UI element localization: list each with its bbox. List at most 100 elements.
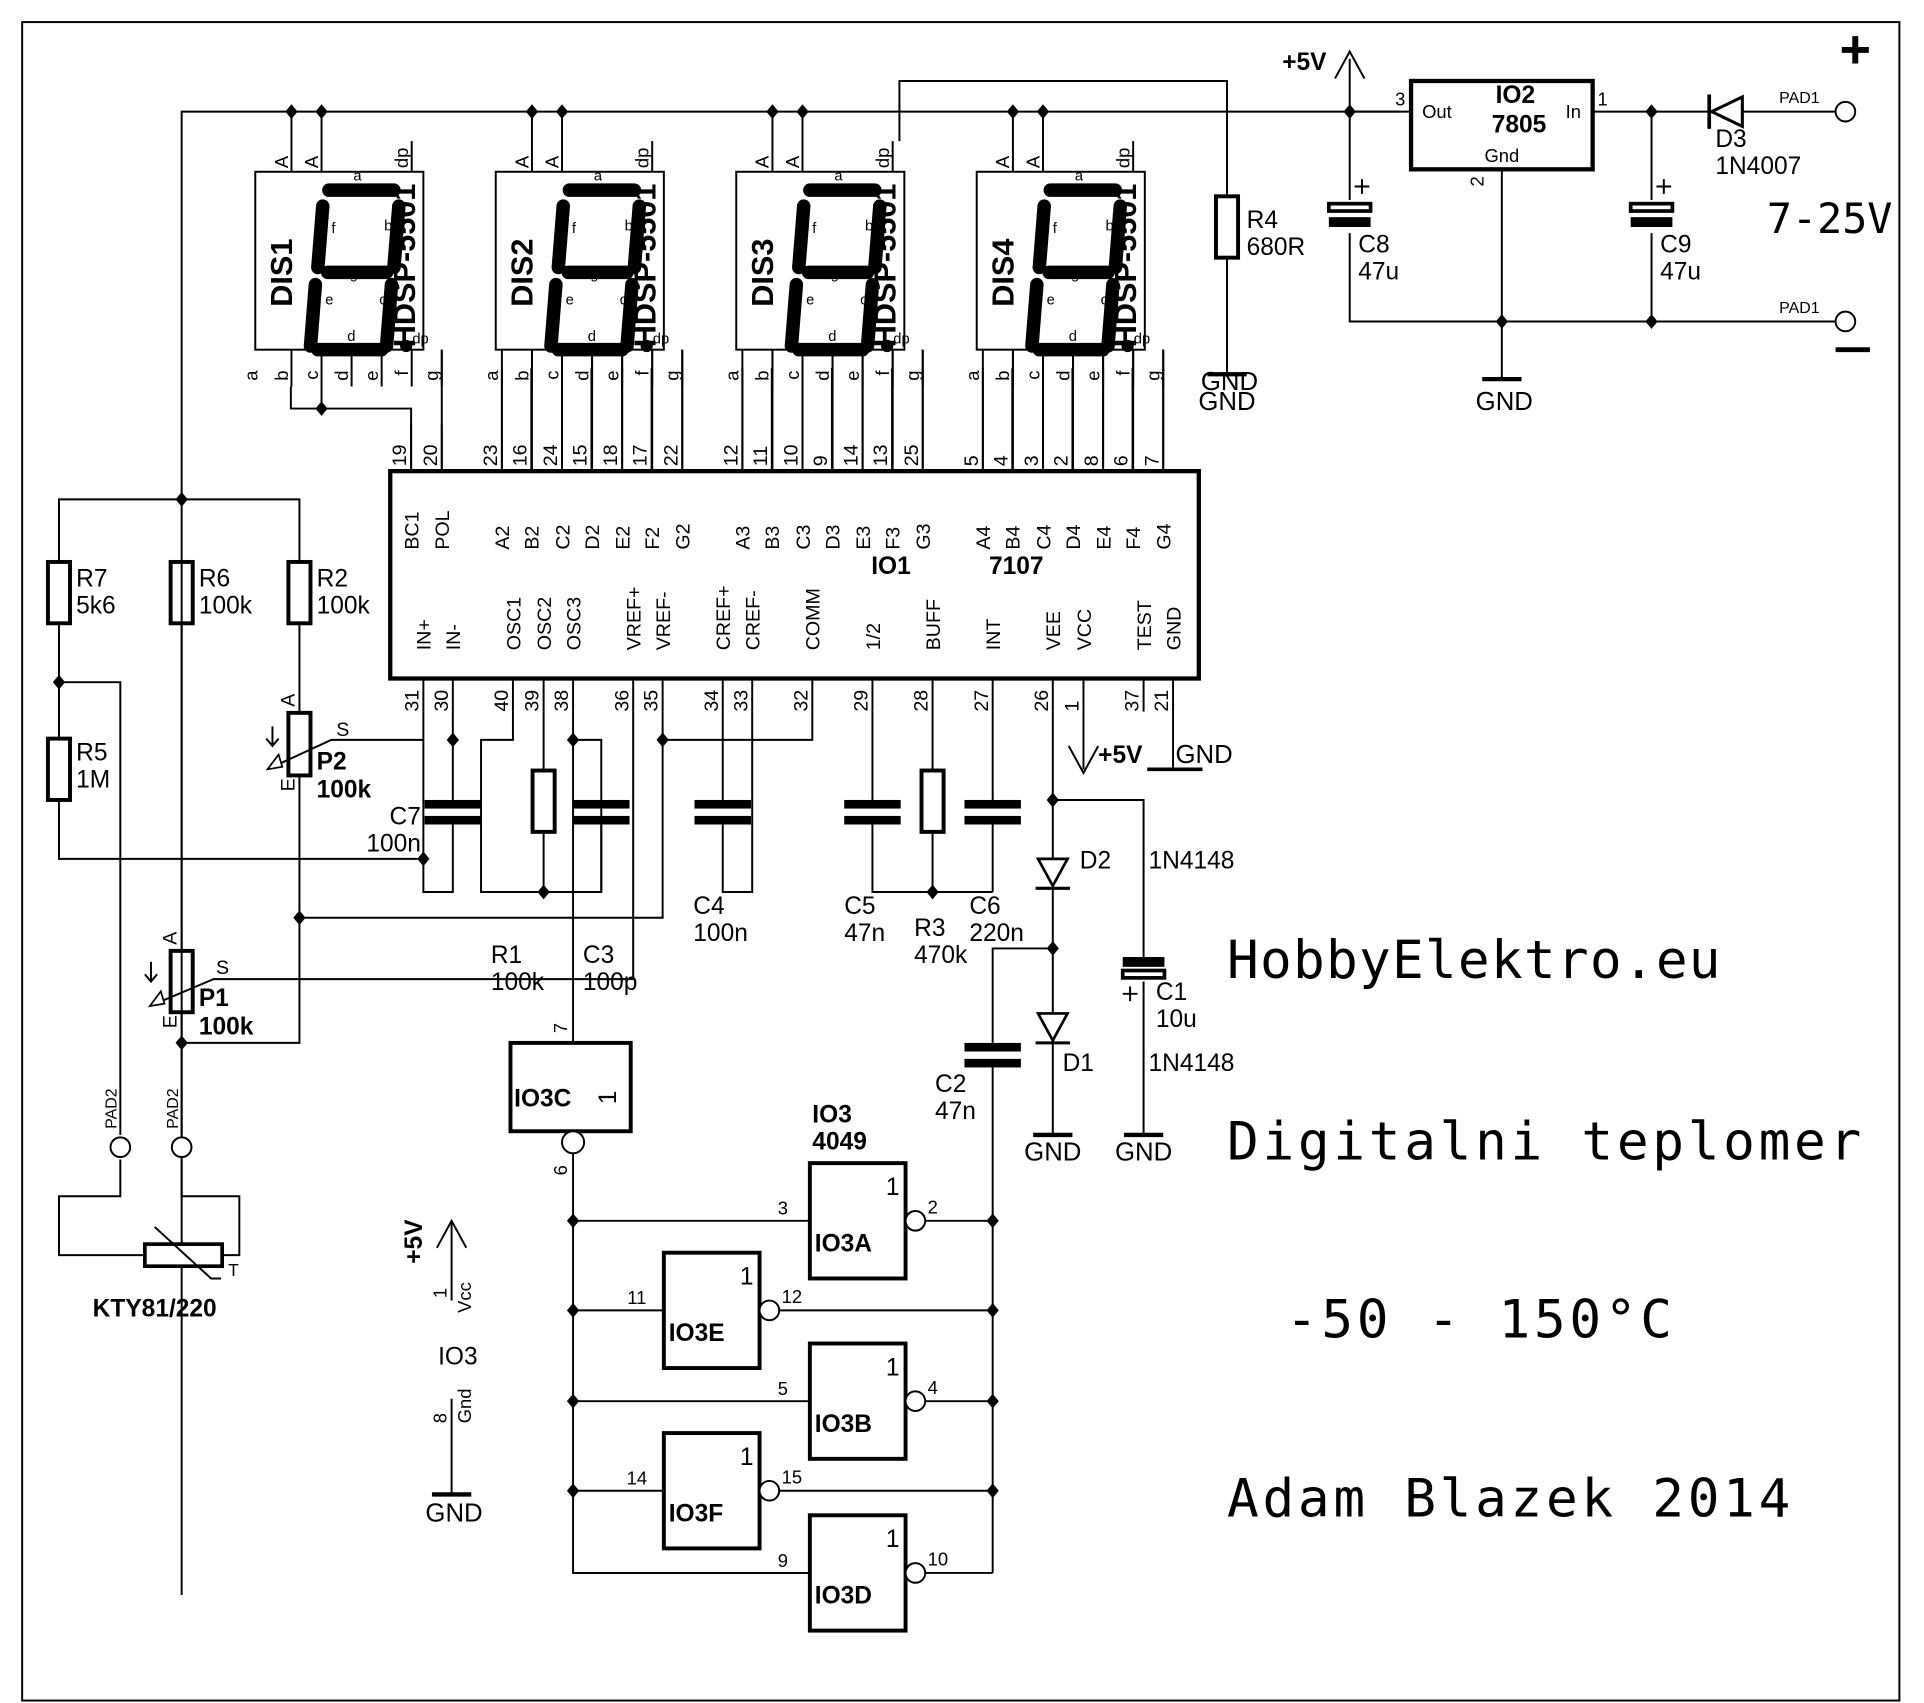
segment-f xyxy=(311,199,330,275)
ic-pin-number: 15 xyxy=(570,444,592,466)
wire-dp-r4 xyxy=(898,79,1229,197)
ic-pin-name: F3 xyxy=(882,527,904,550)
inverter-bubble-icon xyxy=(561,1130,586,1155)
segment-label: c xyxy=(620,292,627,308)
segment-f xyxy=(551,199,570,275)
pad-icon[interactable] xyxy=(1834,310,1857,333)
ic-pin-name: E4 xyxy=(1093,526,1115,550)
ic-pin-number: 26 xyxy=(1031,690,1053,712)
cap-plate-bottom xyxy=(964,815,1021,825)
gate-name: IO3F xyxy=(669,1500,724,1527)
display-pin-label: f xyxy=(872,370,893,376)
ic-pin-number: 27 xyxy=(971,690,993,712)
d3-ref: D3 xyxy=(1715,126,1746,153)
plus5-arrow-icon xyxy=(1334,49,1366,79)
wire-c7 xyxy=(422,711,454,893)
segment-label: dp xyxy=(893,332,909,348)
gate-name: IO3B xyxy=(815,1411,872,1438)
diode-icon xyxy=(1035,857,1070,889)
resistor-r4 xyxy=(1214,194,1241,260)
plus-mark-icon xyxy=(1656,179,1672,194)
pin-label: E xyxy=(160,1015,182,1028)
d2-value: 1N4148 xyxy=(1148,848,1234,875)
segment-dp xyxy=(640,339,653,353)
ic-pin-name: B4 xyxy=(1003,526,1025,550)
r3-ref: R3 xyxy=(914,915,945,942)
r5-value: 1M xyxy=(76,767,110,794)
ic-pin-number: 34 xyxy=(701,690,723,712)
c3-value: 100p xyxy=(583,969,638,996)
pin-name: Gnd xyxy=(1484,145,1519,166)
display-part: HDSP-5501 xyxy=(869,184,903,348)
cap-plate-top xyxy=(964,1042,1021,1052)
display-pin-label: d xyxy=(812,371,833,381)
temperature-range: -50 - 150°C xyxy=(1286,1289,1676,1350)
ic-pin-name: BUFF xyxy=(923,599,945,650)
inv-ref: IO3 xyxy=(812,1102,852,1129)
capacitor-c3 xyxy=(573,799,630,825)
ic-pin-number: 23 xyxy=(480,444,502,466)
wire-vref-minus xyxy=(299,711,664,919)
display-pin-label: A xyxy=(301,155,322,168)
ic-pin-number: 11 xyxy=(750,446,772,466)
ic-pin-number: 4 xyxy=(990,455,1012,466)
pad-icon[interactable] xyxy=(170,1136,193,1158)
sheet-frame xyxy=(21,21,1901,1702)
pad-icon[interactable] xyxy=(1834,100,1857,123)
d3-value: 1N4007 xyxy=(1715,153,1801,180)
display-pin-label: dp xyxy=(872,148,893,168)
gate-name: IO3E xyxy=(669,1320,725,1347)
c2-value: 47n xyxy=(935,1098,976,1125)
p1-value: 100k xyxy=(199,1013,254,1040)
gate-name: IO3A xyxy=(815,1230,873,1257)
ic-pin-number: 38 xyxy=(551,690,573,712)
pad-icon[interactable] xyxy=(109,1136,132,1158)
display-pin-label: A xyxy=(271,155,292,168)
display-pin-label: d xyxy=(1052,371,1073,381)
gnd-label: GND xyxy=(1201,368,1258,396)
display-pin-label: a xyxy=(962,370,983,381)
pin-number: 1 xyxy=(1598,89,1608,110)
ic-pin-name: F2 xyxy=(642,527,664,550)
gnd-label: GND xyxy=(1198,388,1255,416)
gate-symbol: 1 xyxy=(886,1174,900,1201)
ic-pin-name: D3 xyxy=(822,524,844,549)
thermistor-kty81 xyxy=(143,1242,224,1269)
plus-mark-icon xyxy=(1354,179,1370,194)
ic-pin-number: 24 xyxy=(540,444,562,466)
display-pin-label: A xyxy=(782,155,803,168)
pin-label: A xyxy=(160,931,182,945)
display-pin-label: c xyxy=(782,371,803,380)
junction-dot xyxy=(175,492,188,507)
cap-plate-bottom xyxy=(573,815,630,825)
pin-name: In xyxy=(1566,101,1581,122)
c7-value: 100n xyxy=(366,830,421,857)
inverter-bubble-icon xyxy=(904,1390,927,1412)
wires-group xyxy=(45,49,1870,1633)
r4-value: 680R xyxy=(1247,234,1306,261)
ic-pin-name: VREF+ xyxy=(624,586,646,650)
ic-pin-number: 39 xyxy=(522,690,544,712)
plus5-arrow-icon xyxy=(1067,745,1100,776)
segment-dp xyxy=(881,339,894,353)
d1-value: 1N4148 xyxy=(1148,1050,1234,1077)
display-pin-label: A xyxy=(752,155,773,168)
junction-dot xyxy=(175,1035,188,1051)
gnd-label: GND xyxy=(1115,1139,1172,1167)
gate-symbol: 1 xyxy=(886,1354,900,1381)
c5-value: 47n xyxy=(844,920,885,947)
display-pin-label: e xyxy=(601,371,622,381)
junction-dot xyxy=(986,1303,999,1318)
diode-icon xyxy=(1035,1012,1070,1044)
ic-pin-name: C3 xyxy=(793,524,815,549)
website-title: HobbyElektro.eu xyxy=(1227,930,1722,991)
wiper-arrow-icon xyxy=(265,752,284,771)
ic-pin-name: A2 xyxy=(492,526,514,550)
segment-label: e xyxy=(325,292,333,308)
wire-gnd-rail xyxy=(1348,233,1836,323)
pad-label: PAD1 xyxy=(1779,90,1820,107)
direction-arrow-icon xyxy=(265,726,280,748)
segment-label: b xyxy=(865,219,873,235)
